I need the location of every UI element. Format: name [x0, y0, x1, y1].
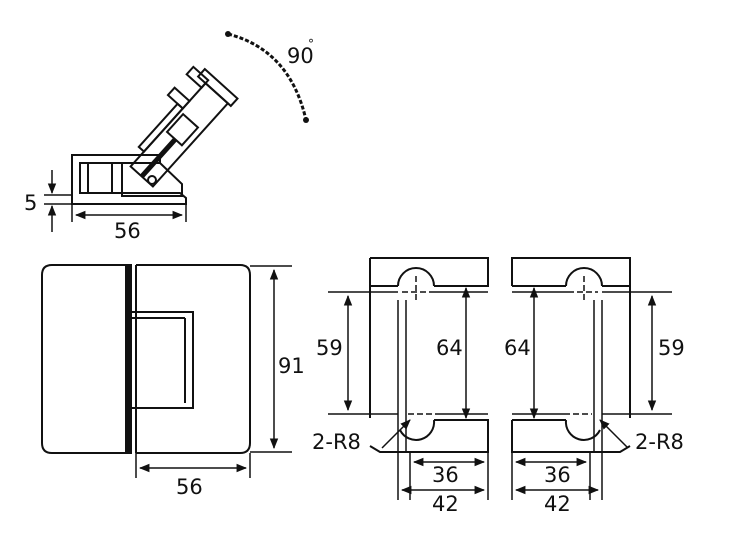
cutout-right-radius-label: 2-R8 [635, 430, 684, 454]
cutout-left-dimensions [328, 286, 489, 500]
side-body-block [87, 162, 123, 194]
degree-symbol: ° [308, 37, 314, 51]
side-rotated-leaf [129, 65, 239, 188]
front-width-label: 56 [176, 475, 203, 499]
cutout-right-dimensions [511, 286, 672, 500]
front-view [41, 264, 251, 454]
angle-label: 90 [287, 44, 314, 68]
thickness-label: 5 [24, 191, 37, 215]
side-width-label: 56 [114, 219, 141, 243]
front-height-dimension [250, 265, 292, 453]
front-right-leaf [136, 264, 251, 454]
cutout-left-height-label: 59 [316, 336, 343, 360]
cutout-right-outer-width-label: 42 [544, 492, 571, 516]
cutout-left-spacing-label: 64 [436, 336, 463, 360]
cutout-left [369, 257, 489, 453]
cutout-left-outer-width-label: 42 [432, 492, 459, 516]
cutout-left-inner-width-label: 36 [432, 463, 459, 487]
cutout-right-inner-width-label: 36 [544, 463, 571, 487]
cutout-right-height-label: 59 [658, 336, 685, 360]
side-width-dimension [71, 204, 187, 222]
front-left-leaf [41, 264, 127, 454]
front-cover-plate [130, 311, 194, 409]
rotation-arc [227, 32, 308, 121]
pivot-pin [147, 175, 157, 185]
thickness-dimension [44, 170, 72, 232]
front-width-dimension [135, 453, 251, 478]
front-height-label: 91 [278, 354, 305, 378]
cutout-left-radius-label: 2-R8 [312, 430, 361, 454]
cutout-right-spacing-label: 64 [504, 336, 531, 360]
side-view [71, 31, 309, 205]
